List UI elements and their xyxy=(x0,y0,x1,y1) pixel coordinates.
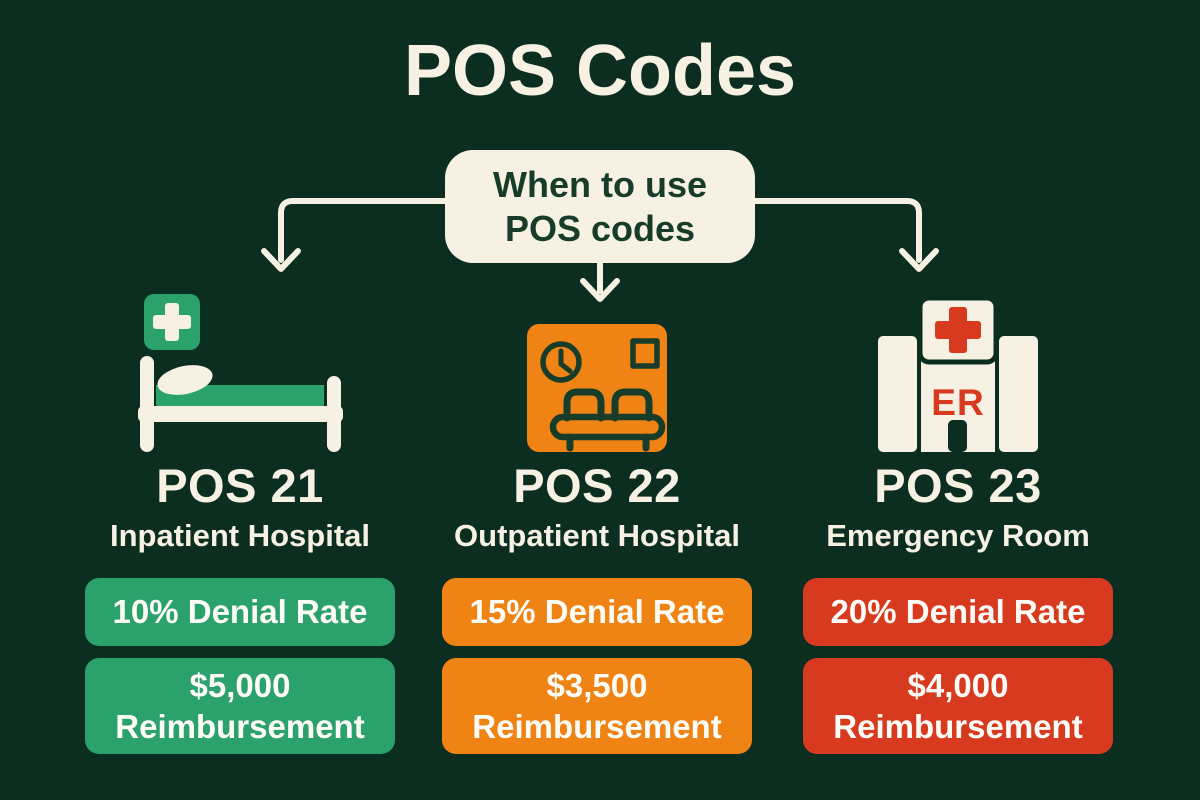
page-title: POS Codes xyxy=(403,31,797,111)
reimbursement-label: Reimbursement xyxy=(833,708,1083,745)
denial-rate-text: 10% Denial Rate xyxy=(112,593,368,631)
chair-left xyxy=(563,388,605,422)
arrow-right-shaft xyxy=(752,198,922,263)
column-pos23: ER POS 23 Emergency Room 20% Denial Rate… xyxy=(803,290,1113,754)
window-icon xyxy=(630,338,660,369)
bench-seat xyxy=(549,413,666,441)
reimbursement-amount: $3,500 xyxy=(546,666,648,704)
er-door xyxy=(948,420,967,452)
reimbursement-label: Reimbursement xyxy=(472,708,722,745)
bed-headboard xyxy=(139,356,154,452)
clock-icon xyxy=(540,341,582,383)
arrow-right-head xyxy=(899,248,939,272)
red-cross-horizontal xyxy=(935,321,981,339)
flow-box-line2: POS codes xyxy=(504,207,696,249)
chair-right xyxy=(611,388,653,422)
reimbursement-amount: $5,000 xyxy=(189,666,291,704)
waiting-room-icon xyxy=(527,290,667,452)
bed-footboard xyxy=(326,376,341,452)
er-building-icon: ER xyxy=(876,290,1040,452)
pos-code-label: POS 22 xyxy=(513,459,681,512)
cross-horizontal xyxy=(152,315,191,329)
pos-name-label: Outpatient Hospital xyxy=(454,518,740,553)
reimbursement-label: Reimbursement xyxy=(115,708,365,745)
denial-rate-text: 15% Denial Rate xyxy=(469,593,725,631)
denial-rate-badge: 20% Denial Rate xyxy=(803,578,1113,646)
bed-frame xyxy=(137,406,343,422)
reimbursement-badge: $5,000 Reimbursement xyxy=(85,658,395,754)
clock-hands xyxy=(558,348,573,374)
reimbursement-amount: $4,000 xyxy=(907,666,1009,704)
waiting-room-svg xyxy=(527,324,667,452)
bed-pillow xyxy=(156,365,213,395)
denial-rate-badge: 10% Denial Rate xyxy=(85,578,395,646)
denial-rate-badge: 15% Denial Rate xyxy=(442,578,752,646)
er-building-svg: ER xyxy=(878,296,1038,452)
flow-box-line1: When to use xyxy=(493,163,707,205)
arrow-left-shaft xyxy=(278,198,448,263)
column-pos22: POS 22 Outpatient Hospital 15% Denial Ra… xyxy=(442,290,752,754)
pos-code-label: POS 23 xyxy=(874,459,1042,512)
hospital-bed-svg xyxy=(137,294,343,452)
bench-legs xyxy=(566,433,650,452)
denial-rate-text: 20% Denial Rate xyxy=(830,593,1086,631)
pos-name-label: Inpatient Hospital xyxy=(109,518,371,553)
reimbursement-badge: $3,500 Reimbursement xyxy=(442,658,752,754)
hospital-bed-icon xyxy=(137,290,343,452)
er-left-wing xyxy=(878,336,917,452)
pos-code-label: POS 21 xyxy=(156,459,324,512)
flow-box: When to use POS codes xyxy=(445,150,755,263)
er-label: ER xyxy=(931,382,984,423)
arrow-left-head xyxy=(261,248,301,272)
er-right-wing xyxy=(999,336,1038,452)
pos-name-label: Emergency Room xyxy=(826,518,1090,553)
reimbursement-badge: $4,000 Reimbursement xyxy=(803,658,1113,754)
column-pos21: POS 21 Inpatient Hospital 10% Denial Rat… xyxy=(85,290,395,754)
